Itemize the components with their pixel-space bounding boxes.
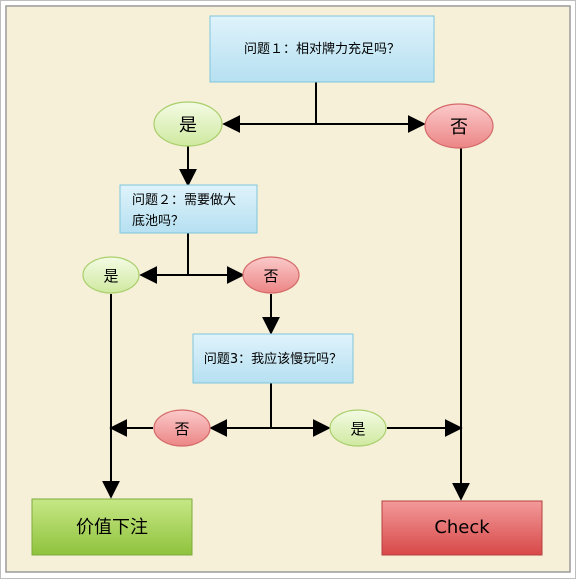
no-node-2: 否: [242, 256, 300, 294]
no-1-label: 否: [450, 117, 468, 138]
yes-3-label: 是: [350, 420, 365, 438]
yes-2-label: 是: [103, 267, 118, 285]
no-2-label: 否: [263, 267, 278, 285]
question-3-text: 问题3：我应该慢玩吗？: [204, 351, 342, 367]
check-label: Check: [434, 517, 490, 538]
check-box: Check: [381, 500, 543, 556]
value-bet-label: 价值下注: [76, 517, 148, 538]
question-1-text: 问题１：相对牌力充足吗？: [244, 41, 400, 57]
no-node-3: 否: [153, 409, 211, 447]
no-3-label: 否: [174, 420, 189, 438]
question-2-line-1: 问题２：需要做大: [132, 193, 236, 208]
question-2-line-2: 底池吗？: [132, 213, 184, 229]
no-node-1: 否: [424, 103, 494, 149]
question-3-box: 问题3：我应该慢玩吗？: [192, 333, 354, 384]
connectors: [102, 82, 470, 501]
value-bet-box: 价值下注: [31, 498, 193, 556]
yes-node-1: 是: [153, 101, 223, 147]
yes-node-3: 是: [329, 409, 387, 447]
question-1-box: 问题１：相对牌力充足吗？: [209, 15, 435, 83]
yes-1-label: 是: [179, 115, 197, 136]
yes-node-2: 是: [82, 256, 140, 294]
question-2-box: 问题２：需要做大 底池吗？: [119, 184, 258, 234]
